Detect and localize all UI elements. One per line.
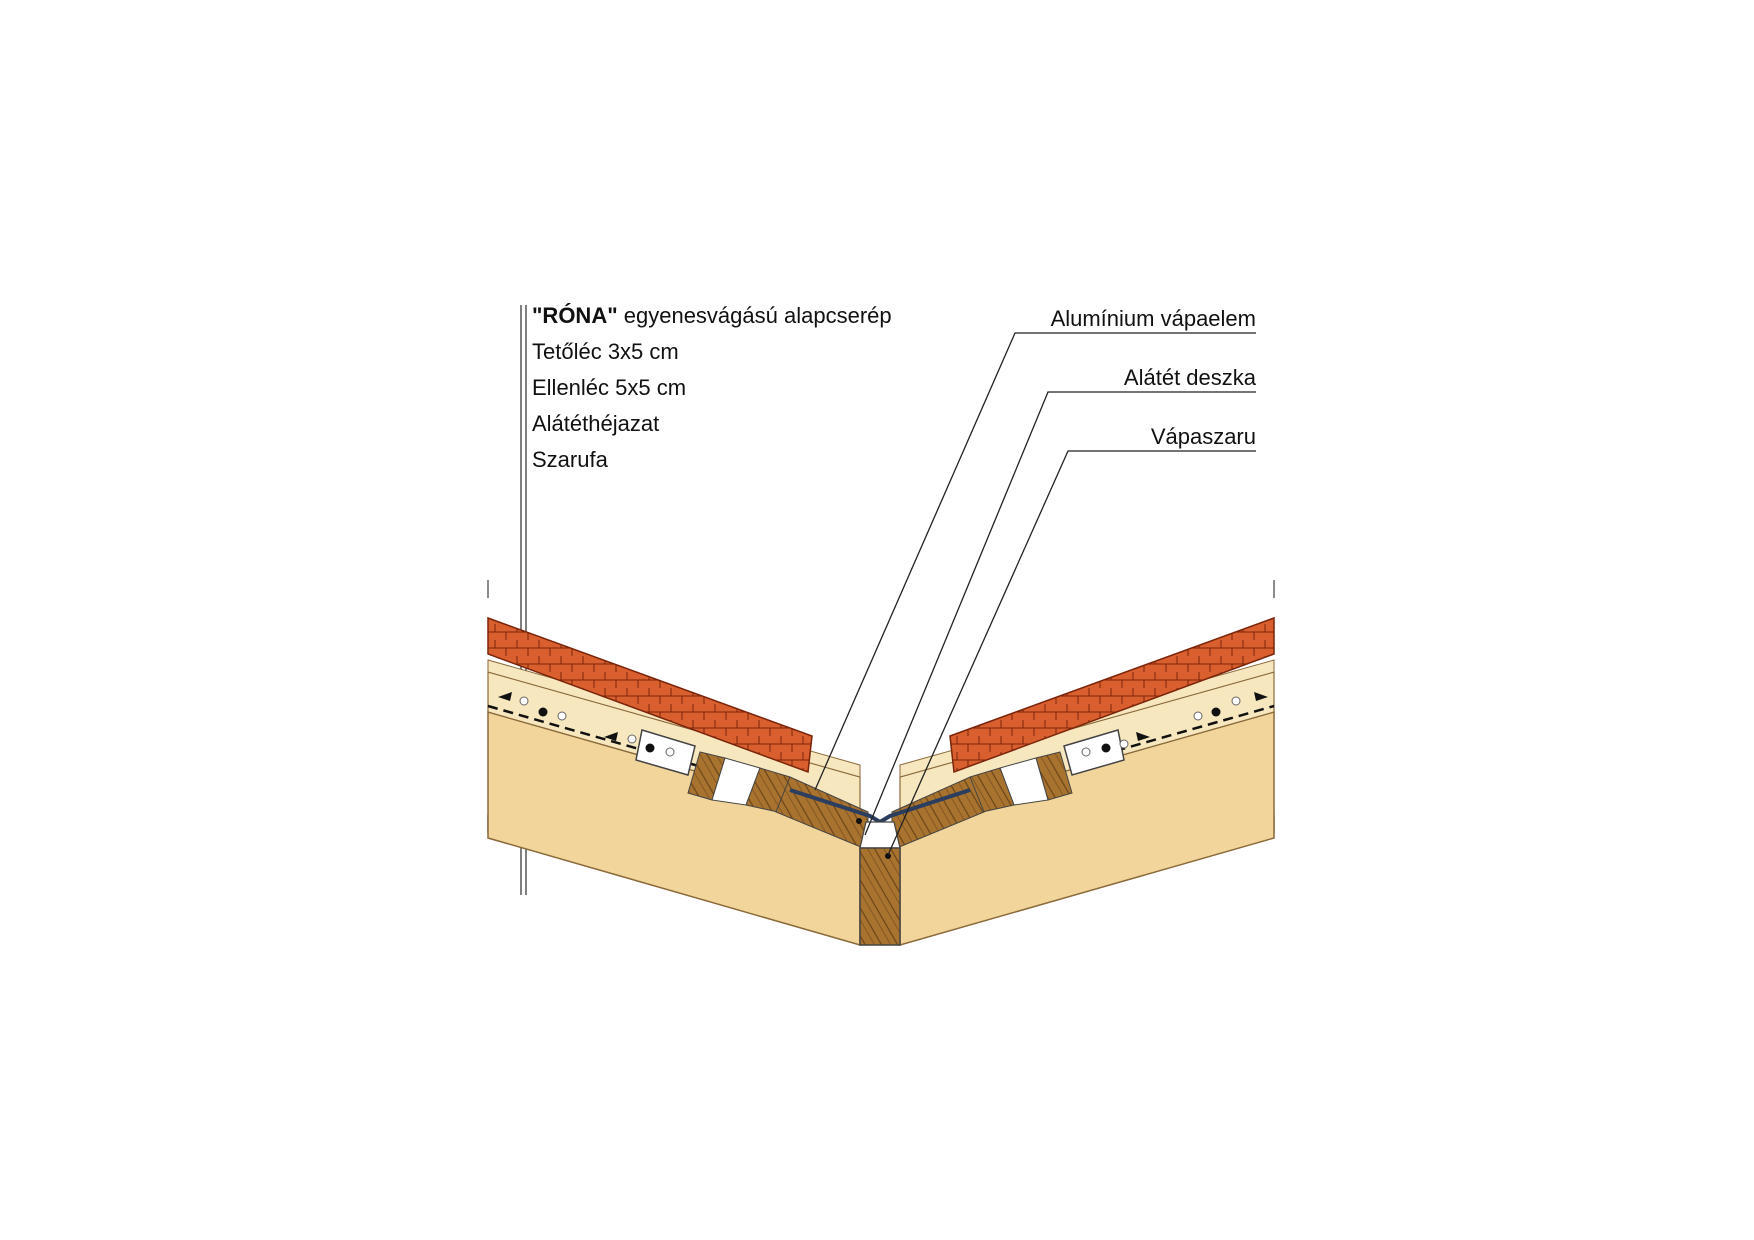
valley-nail-1 <box>856 818 862 824</box>
callout-deszka-leader <box>864 391 1256 836</box>
valley-rafter <box>859 847 901 946</box>
legend-line-2: Tetőléc 3x5 cm <box>532 339 679 364</box>
legend-left: "RÓNA" egyenesvágású alapcserép Tetőléc … <box>532 303 892 472</box>
right-batten-dot-1 <box>1081 747 1091 757</box>
legend-line-3: Ellenléc 5x5 cm <box>532 375 686 400</box>
left-dot-4 <box>627 734 637 744</box>
left-dot-3 <box>557 711 567 721</box>
legend-line-1: "RÓNA" egyenesvágású alapcserép <box>532 303 892 328</box>
right-white-batten <box>1063 729 1125 776</box>
left-dot-2 <box>538 707 548 717</box>
right-dot-1 <box>1231 696 1241 706</box>
legend-line-4: Alátéthéjazat <box>532 411 659 436</box>
valley-center <box>775 776 985 946</box>
right-tiles <box>949 616 1275 774</box>
callout-deszka-label: Alátét deszka <box>1124 365 1257 390</box>
right-batten-dot-2 <box>1101 743 1111 753</box>
right-arrow-2 <box>1136 732 1150 741</box>
valley-wedge <box>859 821 901 849</box>
left-batten-dot-2 <box>665 747 675 757</box>
right-arrow-1 <box>1254 692 1268 701</box>
callout-aluminium-label: Alumínium vápaelem <box>1051 306 1256 331</box>
legend-line-5: Szarufa <box>532 447 609 472</box>
callout-vapaszaru-label: Vápaszaru <box>1151 424 1256 449</box>
left-white-batten <box>635 729 696 776</box>
left-batten-dot-1 <box>645 743 655 753</box>
left-tiles <box>487 616 813 774</box>
left-arrow-1 <box>498 692 512 701</box>
callout-aluminium-leader <box>814 332 1256 791</box>
left-dot-1 <box>519 696 529 706</box>
callout-vapaszaru-leader <box>887 450 1256 856</box>
right-roof-slope <box>899 616 1275 946</box>
right-batten-dot-3 <box>1119 739 1129 749</box>
left-arrow-2 <box>604 732 618 741</box>
right-dot-2 <box>1211 707 1221 717</box>
left-roof-slope <box>487 616 861 946</box>
right-dot-3 <box>1193 711 1203 721</box>
valley-nail-2 <box>885 853 891 859</box>
callouts-right: Alumínium vápaelem Alátét deszka Vápasza… <box>814 306 1257 856</box>
